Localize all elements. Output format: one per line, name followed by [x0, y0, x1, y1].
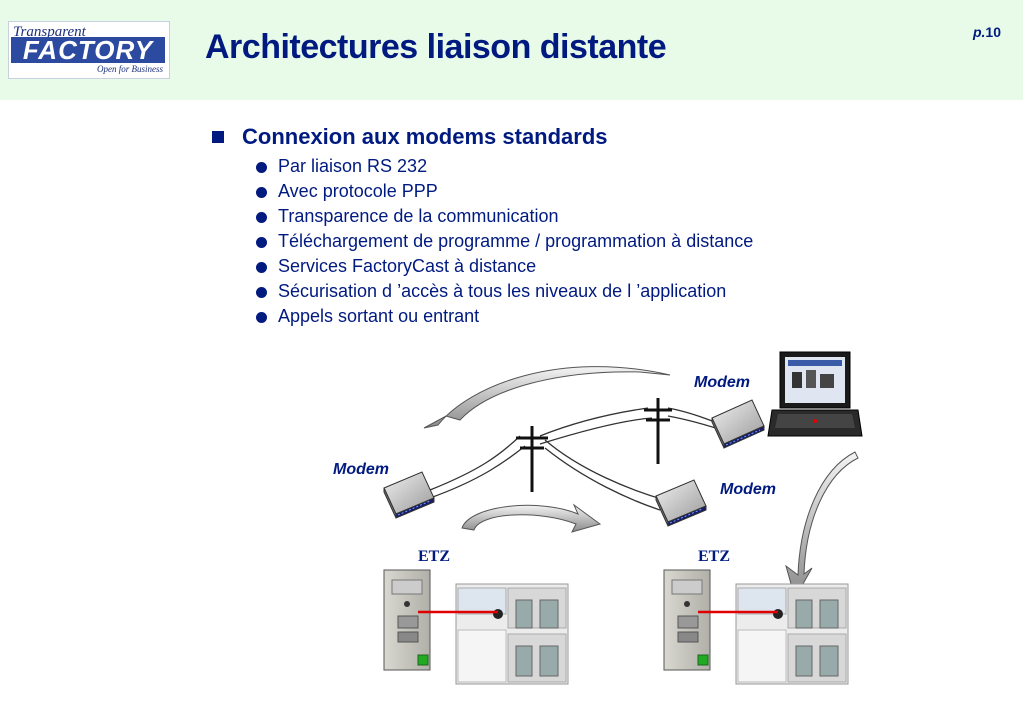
sub-bullet-text: Transparence de la communication: [278, 206, 559, 226]
curved-arrow-right-icon: [785, 451, 859, 600]
sub-bullet-text: Services FactoryCast à distance: [278, 256, 537, 276]
sub-bullet-text: Téléchargement de programme / programmat…: [278, 231, 754, 251]
round-bullet-icon: [256, 287, 267, 298]
telephone-wires: [429, 407, 731, 511]
round-bullet-icon: [256, 312, 267, 323]
sub-bullet-text: Avec protocole PPP: [278, 181, 438, 201]
etz-module-left-icon: [383, 569, 431, 671]
modem-left-label: Modem: [333, 461, 389, 478]
laptop-icon: [767, 351, 863, 437]
round-bullet-icon: [256, 262, 267, 273]
telephone-pole-center: [516, 426, 548, 492]
plc-rack-right-icon: [735, 583, 849, 685]
header-band: Transparent FACTORY Open for Business Ar…: [0, 0, 1023, 100]
page-prefix: p.: [972, 24, 986, 40]
logo-line-tagline: Open for Business: [97, 64, 163, 74]
square-bullet-icon: [212, 131, 224, 143]
logo-line-factory: FACTORY: [11, 37, 165, 63]
sub-bullet-text: Sécurisation d ’accès à tous les niveaux…: [278, 281, 727, 301]
round-bullet-icon: [256, 187, 267, 198]
logo-line-transparent: Transparent: [13, 24, 86, 40]
transparent-factory-logo: Transparent FACTORY Open for Business: [8, 21, 170, 79]
bullet-list: Connexion aux modems standards Par liais…: [212, 124, 753, 331]
etz-right-label: ETZ: [698, 548, 731, 565]
page-number: p.10: [973, 24, 1001, 40]
round-bullet-icon: [256, 162, 267, 173]
page-number-value: 10: [985, 24, 1001, 40]
modem-left-icon: [383, 471, 435, 519]
etz-left-label: ETZ: [418, 548, 451, 565]
curved-arrow-top-icon: [423, 366, 671, 429]
slide-title: Architectures liaison distante: [205, 28, 667, 66]
sub-bullet-text: Appels sortant ou entrant: [278, 306, 480, 326]
curved-arrow-bottom-icon: [461, 503, 602, 533]
plc-rack-left-icon: [455, 583, 569, 685]
modem-center-icon: [655, 479, 707, 527]
modem-top-label: Modem: [694, 374, 750, 391]
modem-top-icon: [711, 399, 765, 449]
main-bullet: Connexion aux modems standards: [212, 124, 608, 156]
etz-module-right-icon: [663, 569, 711, 671]
round-bullet-icon: [256, 212, 267, 223]
sub-bullet-text: Par liaison RS 232: [278, 156, 428, 176]
main-bullet-text: Connexion aux modems standards: [242, 124, 608, 149]
round-bullet-icon: [256, 237, 267, 248]
telephone-pole-right: [644, 398, 672, 464]
modem-center-label: Modem: [720, 481, 776, 498]
